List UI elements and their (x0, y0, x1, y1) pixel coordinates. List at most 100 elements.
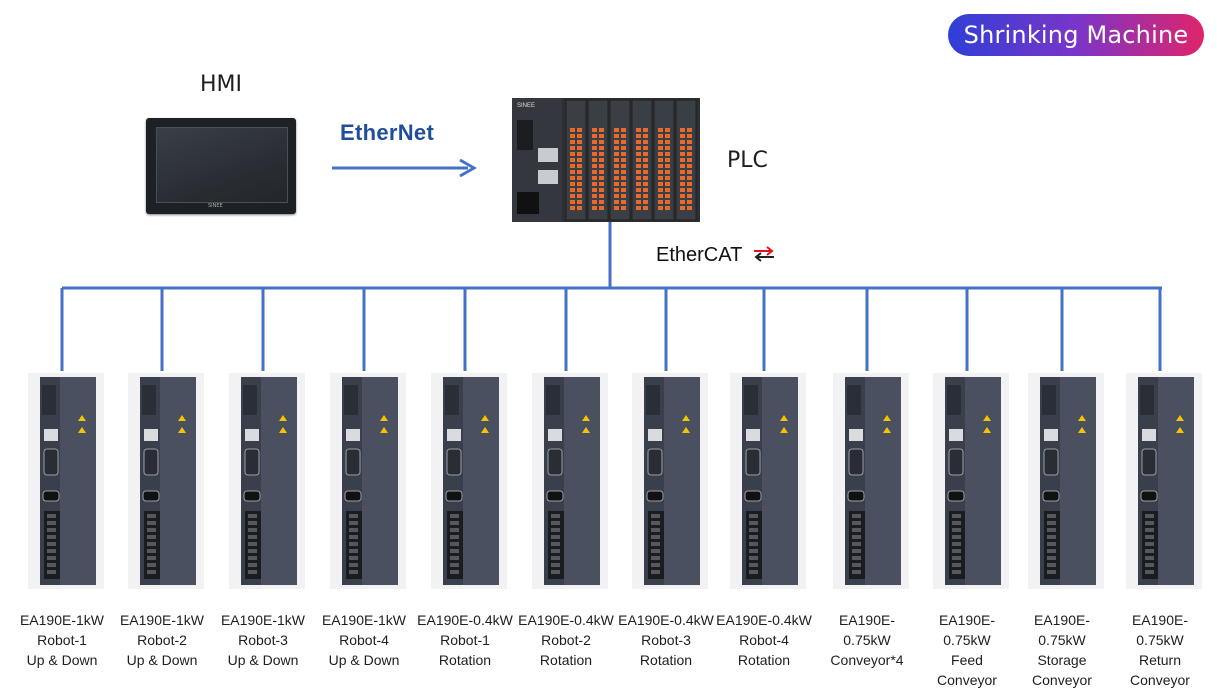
warning-icon (582, 427, 590, 433)
plc-terminal (680, 200, 685, 204)
plc-terminal (643, 152, 648, 156)
plc-terminal (570, 182, 575, 186)
warning-icon (780, 415, 788, 421)
plc-terminal (570, 170, 575, 174)
drive-caption-line: Feed (951, 652, 983, 668)
plc-terminal (599, 188, 604, 192)
drive-caption-line: Up & Down (227, 652, 299, 668)
plc-terminal (636, 158, 641, 162)
ethernet-port-icon (648, 429, 662, 441)
terminal-screw (248, 528, 257, 532)
plc-terminal (643, 164, 648, 168)
terminal-screw (551, 570, 560, 574)
plc-terminal (570, 158, 575, 162)
drive-caption-line: Robot-2 (137, 632, 187, 648)
terminal-screw (952, 521, 961, 525)
plc-terminal (614, 152, 619, 156)
plc-terminal (592, 134, 597, 138)
servo-drive (229, 373, 305, 589)
drive-brand-plate (646, 385, 660, 415)
terminal-screw (551, 556, 560, 560)
servo-drive (632, 373, 708, 589)
plc-terminal (570, 188, 575, 192)
terminal-screw (749, 549, 758, 553)
plc-terminal (599, 128, 604, 132)
drive-caption-line: Return (1138, 652, 1182, 668)
encoder-connector-icon (848, 448, 864, 476)
plc-terminal (592, 152, 597, 156)
terminal-screw (248, 521, 257, 525)
plc-terminal (599, 140, 604, 144)
plc-terminal (614, 158, 619, 162)
drive-brand-plate (847, 385, 861, 415)
plc-terminal (680, 134, 685, 138)
terminal-screw (147, 521, 156, 525)
terminal-screw (749, 570, 758, 574)
drive-caption-line: 0.75kW (1038, 632, 1086, 648)
plc-terminal (665, 194, 670, 198)
plc-terminal (570, 128, 575, 132)
encoder-connector-icon (1141, 448, 1157, 476)
plc-terminal (658, 134, 663, 138)
drive-caption-line: Conveyor (1130, 672, 1190, 688)
terminal-screw (1047, 542, 1056, 546)
plc-terminal (577, 176, 582, 180)
terminal-screw (551, 528, 560, 532)
usb-port-icon (344, 490, 362, 502)
plc-terminal (658, 152, 663, 156)
plc-terminal (614, 182, 619, 186)
warning-icon (78, 427, 86, 433)
warning-icon (682, 415, 690, 421)
plc-terminal (680, 158, 685, 162)
plc-terminal (658, 200, 663, 204)
plc-terminal (658, 140, 663, 144)
drive-caption-line: Conveyor (1032, 672, 1092, 688)
ethercat-logo-text: EtherCAT (656, 244, 743, 266)
drive-caption-line: EA190E- (1131, 612, 1189, 628)
ethernet-port-icon (1142, 429, 1156, 441)
plc-terminal (599, 146, 604, 150)
terminal-screw (1047, 514, 1056, 518)
plc-io-module (587, 99, 609, 221)
terminal-screw (1145, 549, 1154, 553)
terminal-screw (47, 570, 56, 574)
plc-terminal (592, 170, 597, 174)
terminal-screw (749, 528, 758, 532)
plc-terminal (621, 206, 626, 210)
terminal-screw (147, 563, 156, 567)
plc-terminal (614, 128, 619, 132)
terminal-screw (450, 549, 459, 553)
drive-caption-line: 0.75kW (843, 632, 891, 648)
plc-terminal (592, 164, 597, 168)
usb-port-icon (744, 490, 762, 502)
plc-terminal (621, 152, 626, 156)
plc-terminal (643, 200, 648, 204)
plc-terminal (643, 206, 648, 210)
plc-terminal (636, 176, 641, 180)
drive-brand-plate (744, 385, 758, 415)
plc-terminal (687, 194, 692, 198)
drive-caption-line: 0.75kW (943, 632, 991, 648)
drive-brand-plate (1042, 385, 1056, 415)
drive-caption-line: EA190E- (838, 612, 896, 628)
usb-port-icon (1042, 490, 1060, 502)
plc-terminal (577, 164, 582, 168)
drive-caption-line: EA190E-0.4kW (518, 612, 614, 628)
plc-brand-logo: SINEE (517, 103, 535, 109)
encoder-connector-icon (647, 448, 663, 476)
drive-caption-line: Up & Down (328, 652, 400, 668)
plc-label: PLC (727, 148, 768, 173)
plc-terminal (680, 176, 685, 180)
plc-terminal (636, 206, 641, 210)
encoder-connector-icon (43, 448, 59, 476)
terminal-screw (852, 528, 861, 532)
servo-drives (28, 373, 1202, 589)
warning-icon (983, 427, 991, 433)
terminal-screw (147, 535, 156, 539)
drive-brand-plate (445, 385, 459, 415)
encoder-connector-icon (143, 448, 159, 476)
terminal-screw (248, 563, 257, 567)
terminal-screw (147, 556, 156, 560)
plc-terminal (592, 182, 597, 186)
